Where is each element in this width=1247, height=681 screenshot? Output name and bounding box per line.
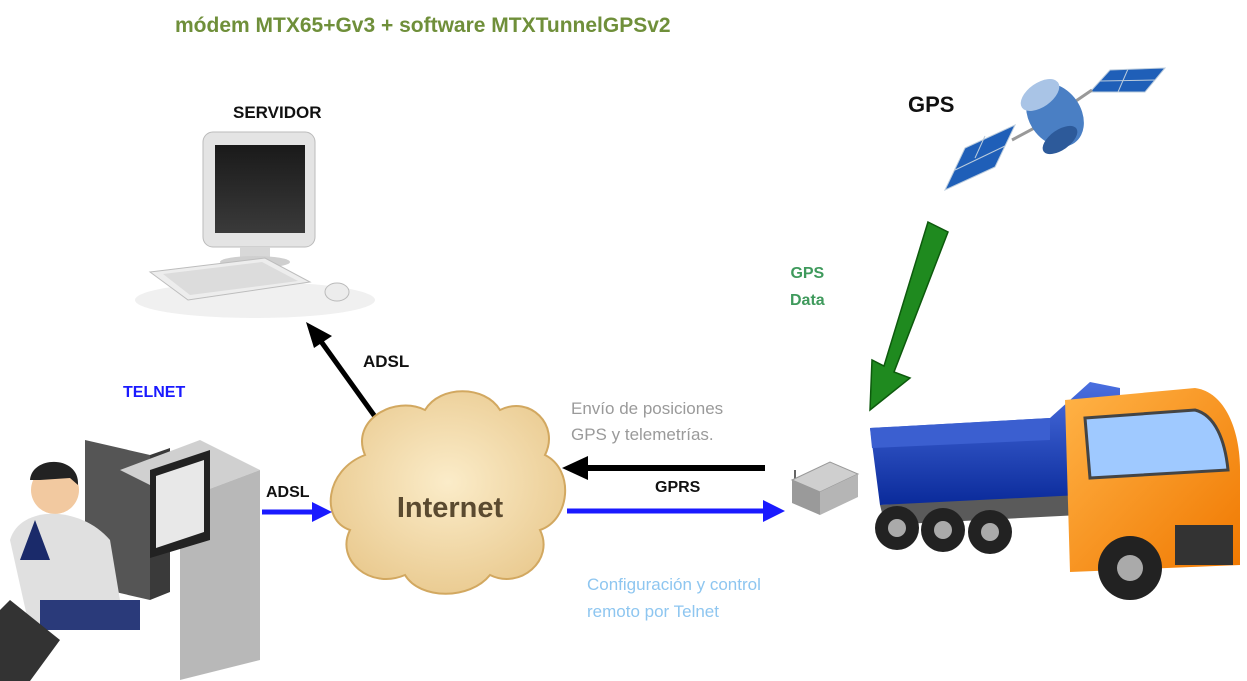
servidor-label: SERVIDOR [233, 103, 322, 122]
computer-icon [135, 131, 375, 318]
gps-data-line-1: GPS [790, 265, 825, 282]
envio-caption: Envío de posiciones GPS y telemetrías. [571, 396, 723, 448]
user-workstation-icon [0, 440, 260, 681]
modem-icon [790, 461, 860, 515]
config-arrow-right [567, 500, 785, 522]
gps-data-arrow [869, 220, 949, 412]
envio-line-1: Envío de posiciones [571, 399, 724, 418]
config-caption: Configuración y control remoto por Telne… [587, 571, 761, 625]
adsl-top-label: ADSL [363, 352, 410, 371]
config-line-2: remoto por Telnet [587, 602, 719, 621]
diagram-title: módem MTX65+Gv3 + software MTXTunnelGPSv… [175, 14, 671, 37]
config-line-1: Configuración y control [587, 575, 761, 594]
gps-data-line-2: Data [790, 292, 825, 309]
gps-label: GPS [908, 92, 955, 117]
gprs-label: GPRS [655, 479, 701, 496]
envio-line-2: GPS y telemetrías. [571, 425, 714, 444]
internet-label: Internet [397, 492, 504, 524]
cloud-icon: Internet [329, 390, 567, 595]
adsl-arrow-up [306, 322, 379, 420]
adsl-left-label: ADSL [266, 484, 310, 501]
adsl-arrow-right [262, 502, 332, 522]
gprs-arrow-left [562, 456, 765, 480]
gps-data-label: GPS Data [790, 260, 825, 314]
telnet-label: TELNET [123, 384, 186, 401]
satellite-icon [943, 67, 1167, 192]
truck-icon [870, 382, 1240, 600]
